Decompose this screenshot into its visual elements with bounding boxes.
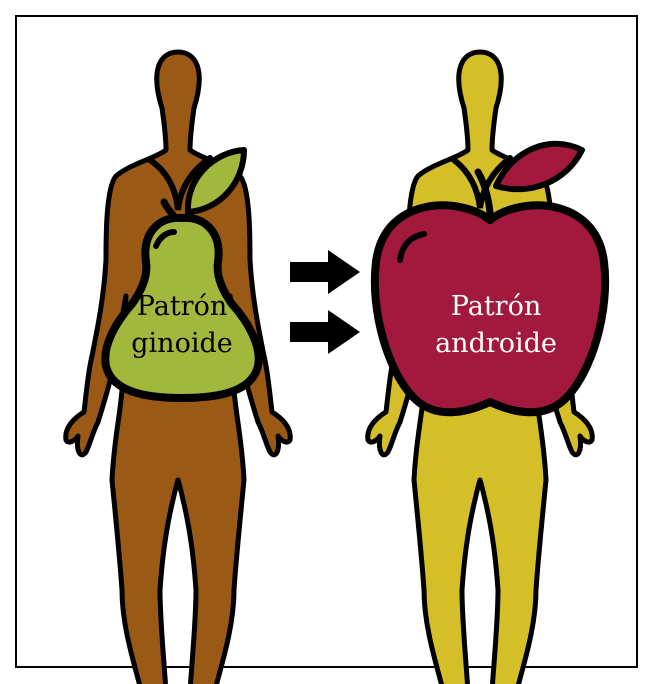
transition-arrows — [290, 250, 360, 354]
right-arrow-icon — [290, 250, 360, 294]
gynoid-label-line1: Patrón — [137, 291, 227, 322]
right-arrow-icon — [290, 310, 360, 354]
gynoid-label-line2: ginoide — [131, 328, 232, 359]
android-label-line2: androide — [435, 328, 557, 359]
android-label-line1: Patrón — [451, 291, 541, 322]
